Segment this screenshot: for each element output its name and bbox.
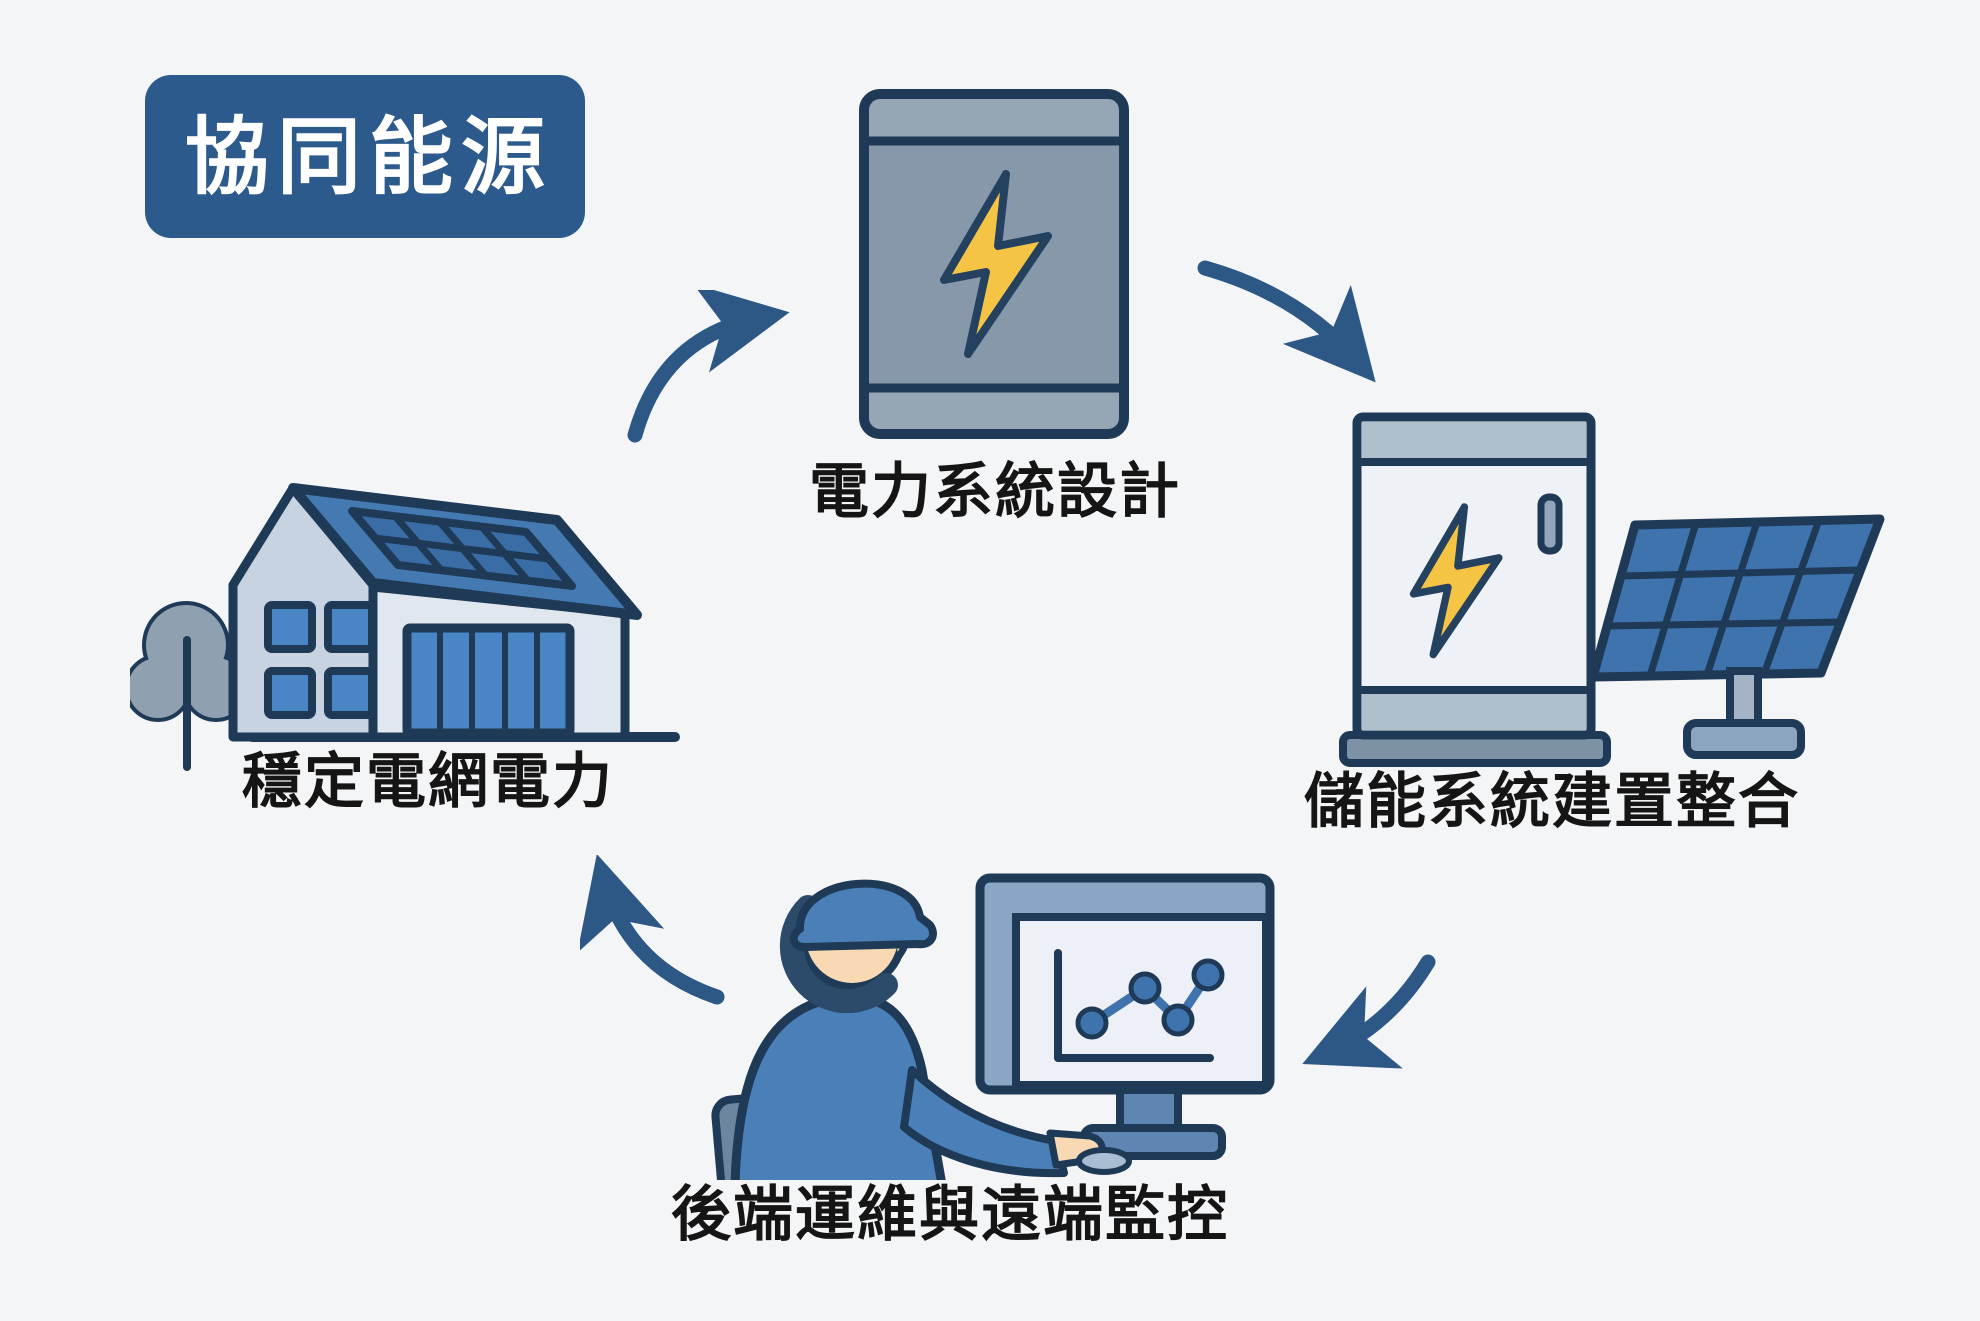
screen-line-chart: [1054, 949, 1225, 1062]
garage-door: [402, 623, 575, 738]
arrow-design-to-storage-icon: [1197, 260, 1376, 383]
title-badge-label: 協同能源: [184, 109, 553, 204]
label-storage-integration: 儲能系統建置整合: [1304, 768, 1800, 835]
storage-cabinet-body: [1339, 412, 1611, 767]
house-windows: [264, 601, 376, 719]
arrow-storage-to-monitoring-icon: [1302, 954, 1436, 1069]
worker-figure: [730, 879, 1132, 1180]
arrow-grid-to-design-icon: [627, 290, 790, 443]
hard-hat-icon: [789, 879, 937, 951]
storage-cabinet-solar-icon: [1339, 412, 1885, 767]
cabinet-handle: [1537, 493, 1563, 555]
label-stable-grid-power: 穩定電網電力: [242, 748, 614, 815]
battery-lightning-icon: [859, 89, 1129, 439]
rooftop-solar-array: [348, 507, 576, 590]
label-power-system-design: 電力系統設計: [809, 458, 1181, 525]
mouse-icon: [1076, 1147, 1132, 1175]
lightning-bolt-icon: [1409, 503, 1503, 659]
arrow-monitoring-to-grid-icon: [580, 855, 725, 1005]
solar-panel-icon: [1588, 514, 1885, 759]
label-backend-monitoring: 後端運維與遠端監控: [671, 1181, 1229, 1248]
monitor-icon: [975, 873, 1275, 1160]
operator-monitor-icon: [711, 873, 1275, 1180]
title-badge: 協同能源: [145, 75, 585, 238]
solar-house-icon: [130, 483, 680, 771]
lightning-bolt-icon: [940, 170, 1052, 358]
